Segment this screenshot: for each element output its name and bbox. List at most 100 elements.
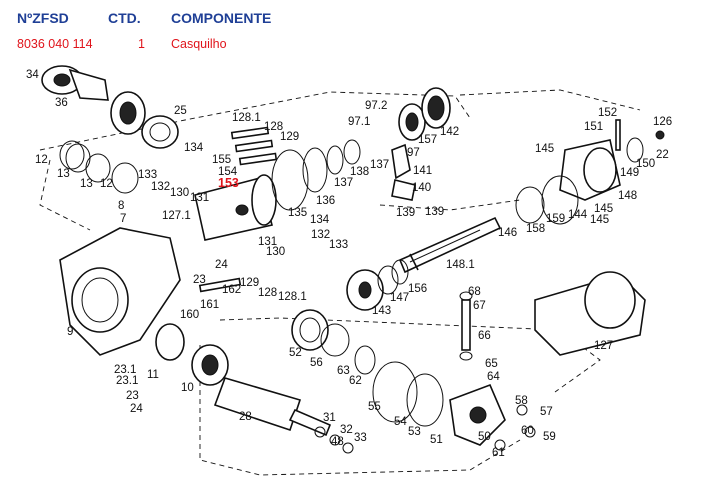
callout-159[interactable]: 159 xyxy=(546,213,565,225)
callout-143[interactable]: 143 xyxy=(372,305,391,317)
callout-65[interactable]: 65 xyxy=(485,358,498,370)
callout-55[interactable]: 55 xyxy=(368,401,381,413)
callout-144[interactable]: 144 xyxy=(568,209,588,221)
callout-127-1[interactable]: 127.1 xyxy=(162,210,191,222)
callout-59[interactable]: 59 xyxy=(543,431,556,443)
callout-64[interactable]: 64 xyxy=(487,371,500,383)
callout-24[interactable]: 24 xyxy=(130,403,143,415)
callout-145[interactable]: 145 xyxy=(535,143,554,155)
callout-33[interactable]: 33 xyxy=(354,432,367,444)
callout-129[interactable]: 129 xyxy=(240,277,259,289)
callout-97-1[interactable]: 97.1 xyxy=(348,116,370,128)
selected-part-number[interactable]: 8036 040 114 xyxy=(17,37,93,51)
callout-8[interactable]: 8 xyxy=(118,200,124,212)
part-52-56-bearing[interactable] xyxy=(291,309,350,357)
part-135-137-rings[interactable] xyxy=(271,139,361,211)
part-31-33-small-parts[interactable] xyxy=(314,426,354,454)
part-160-161-162-parts[interactable] xyxy=(155,277,242,361)
callout-97[interactable]: 97 xyxy=(407,147,420,159)
part-148-1-shaft[interactable] xyxy=(398,216,502,274)
callout-152[interactable]: 152 xyxy=(598,107,617,119)
callout-132[interactable]: 132 xyxy=(151,181,170,193)
callout-7[interactable]: 7 xyxy=(120,213,126,225)
callout-137[interactable]: 137 xyxy=(334,177,353,189)
callout-151[interactable]: 151 xyxy=(584,121,603,133)
callout-22[interactable]: 22 xyxy=(656,149,669,161)
callout-133[interactable]: 133 xyxy=(329,239,348,251)
part-64-68-stud-set[interactable] xyxy=(459,291,473,361)
callout-12[interactable]: 12 xyxy=(100,178,113,190)
callout-9[interactable]: 9 xyxy=(67,326,73,338)
part-127-pump-assembly[interactable] xyxy=(534,271,646,356)
callout-34[interactable]: 34 xyxy=(26,69,39,81)
callout-157[interactable]: 157 xyxy=(418,134,437,146)
callout-36[interactable]: 36 xyxy=(55,97,68,109)
callout-161[interactable]: 161 xyxy=(200,299,219,311)
callout-11[interactable]: 11 xyxy=(147,369,159,381)
callout-68[interactable]: 68 xyxy=(468,286,481,298)
callout-58[interactable]: 58 xyxy=(515,395,528,407)
callout-67[interactable]: 67 xyxy=(473,300,486,312)
part-97-140-141-levers[interactable] xyxy=(391,143,416,201)
part-34-36-cover[interactable] xyxy=(41,65,109,101)
part-9-main-housing[interactable] xyxy=(59,227,181,356)
callout-140[interactable]: 140 xyxy=(412,182,431,194)
callout-150[interactable]: 150 xyxy=(636,158,655,170)
part-25-bearing-sleeve[interactable] xyxy=(110,91,179,149)
callout-134[interactable]: 134 xyxy=(310,214,330,226)
callout-139[interactable]: 139 xyxy=(396,207,415,219)
part-51-flange[interactable] xyxy=(449,383,506,446)
callout-23[interactable]: 23 xyxy=(193,274,206,286)
callout-134[interactable]: 134 xyxy=(184,142,204,154)
callout-13[interactable]: 13 xyxy=(80,178,93,190)
callout-62[interactable]: 62 xyxy=(349,375,362,387)
callout-130[interactable]: 130 xyxy=(170,187,189,199)
callout-133[interactable]: 133 xyxy=(138,169,157,181)
callout-57[interactable]: 57 xyxy=(540,406,553,418)
callout-142[interactable]: 142 xyxy=(440,126,459,138)
callout-147[interactable]: 147 xyxy=(390,292,409,304)
callout-128-1[interactable]: 128.1 xyxy=(232,112,261,124)
part-53-55-seal-rings[interactable] xyxy=(354,345,444,427)
callout-23-1[interactable]: 23.1 xyxy=(114,364,136,376)
callout-128[interactable]: 128 xyxy=(264,121,283,133)
part-143-147-156-drum[interactable] xyxy=(346,259,409,311)
callout-97-2[interactable]: 97.2 xyxy=(365,100,387,112)
part-142-157-gear[interactable] xyxy=(398,87,451,141)
callout-54[interactable]: 54 xyxy=(394,416,407,428)
callout-63[interactable]: 63 xyxy=(337,365,350,377)
part-10-11-bearing[interactable] xyxy=(191,344,229,386)
callout-56[interactable]: 56 xyxy=(310,357,323,369)
callout-137[interactable]: 137 xyxy=(370,159,389,171)
callout-128[interactable]: 128 xyxy=(258,287,277,299)
callout-131[interactable]: 131 xyxy=(190,192,209,204)
callout-146[interactable]: 146 xyxy=(498,227,517,239)
callout-61[interactable]: 61 xyxy=(492,447,505,459)
part-57-61-small-parts[interactable] xyxy=(494,404,536,451)
callout-136[interactable]: 136 xyxy=(316,195,335,207)
callout-60[interactable]: 60 xyxy=(521,425,534,437)
part-28-output-shaft[interactable] xyxy=(213,377,332,437)
selected-quantity[interactable]: 1 xyxy=(138,37,145,51)
callout-145[interactable]: 145 xyxy=(590,214,609,226)
callout-155[interactable]: 155 xyxy=(212,154,231,166)
callout-132[interactable]: 132 xyxy=(311,229,330,241)
callout-139[interactable]: 139 xyxy=(425,206,444,218)
callout-10[interactable]: 10 xyxy=(181,382,194,394)
callout-23[interactable]: 23 xyxy=(126,390,139,402)
callout-23-1[interactable]: 23.1 xyxy=(116,375,138,387)
callout-128-1[interactable]: 128.1 xyxy=(278,291,307,303)
callout-53[interactable]: 53 xyxy=(408,426,421,438)
callout-141[interactable]: 141 xyxy=(413,165,432,177)
selected-component[interactable]: Casquilho xyxy=(171,37,227,51)
callout-145[interactable]: 145 xyxy=(594,203,613,215)
callout-148[interactable]: 148 xyxy=(618,190,637,202)
callout-135[interactable]: 135 xyxy=(288,207,307,219)
callout-50[interactable]: 50 xyxy=(478,431,491,443)
part-144-148-housing[interactable] xyxy=(515,139,621,225)
callout-149[interactable]: 149 xyxy=(620,167,639,179)
callout-25[interactable]: 25 xyxy=(174,105,187,117)
callout-24[interactable]: 24 xyxy=(215,259,228,271)
part-128-129-plates[interactable] xyxy=(230,126,278,166)
callout-156[interactable]: 156 xyxy=(408,283,427,295)
